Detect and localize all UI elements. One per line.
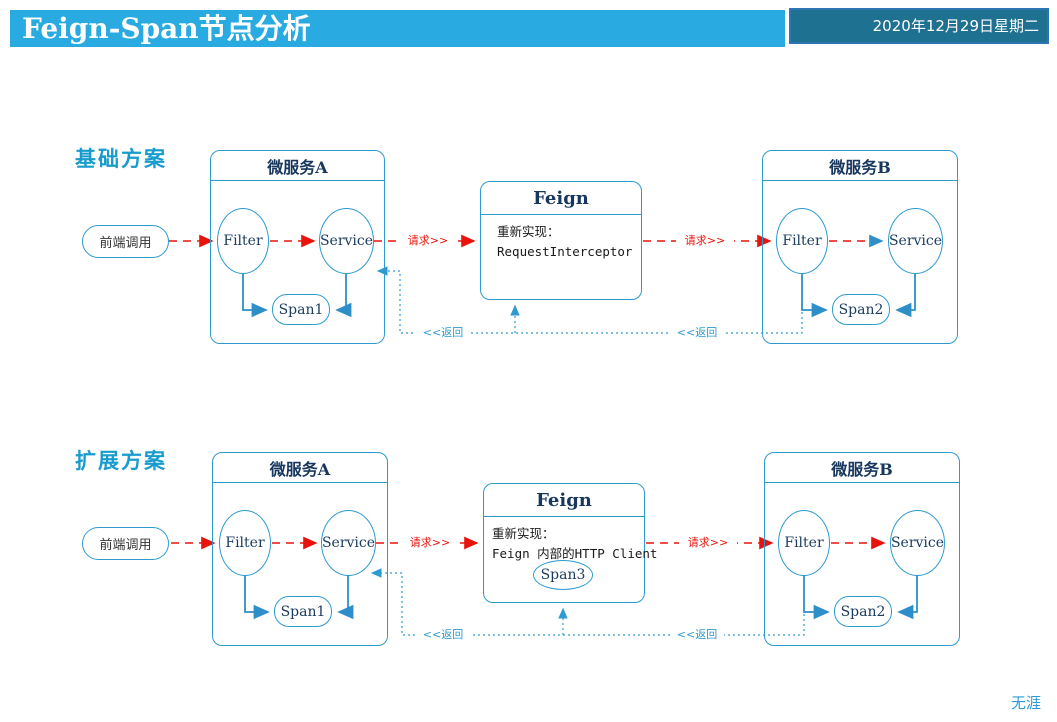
microservice-b-title: 微服务B <box>763 151 957 181</box>
feign-desc-line1: 重新实现： <box>492 526 555 541</box>
span1-node: Span1 <box>274 596 332 627</box>
service-node-a2: Service <box>321 510 376 576</box>
page-title: Feign-Span节点分析 <box>22 12 311 45</box>
microservice-b-box: 微服务B <box>762 150 958 344</box>
feign-description-1: 重新实现： RequestInterceptor <box>481 215 641 262</box>
section-label-basic: 基础方案 <box>75 147 167 171</box>
feign-box-1: Feign 重新实现： RequestInterceptor <box>480 181 642 300</box>
microservice-a-title: 微服务A <box>211 151 384 181</box>
microservice-b-title: 微服务B <box>765 453 959 483</box>
span1-node: Span1 <box>272 294 330 325</box>
service-node-b2: Service <box>890 510 945 576</box>
request-label: 请求>> <box>676 234 734 248</box>
span2-node: Span2 <box>834 596 892 627</box>
return-label: <<返回 <box>670 326 724 340</box>
microservice-a-box: 微服务A <box>212 452 388 646</box>
feign-box-2: Feign 重新实现： Feign 内部的HTTP Client <box>483 483 658 603</box>
feign-title-2: Feign <box>484 484 644 517</box>
filter-node-a1: Filter <box>217 208 269 274</box>
feign-title-1: Feign <box>481 182 641 215</box>
span3-node: Span3 <box>533 560 593 590</box>
filter-node-b1: Filter <box>776 208 828 274</box>
filter-node-b2: Filter <box>778 510 830 576</box>
watermark: 无涯 <box>1010 694 1041 712</box>
microservice-a-title: 微服务A <box>213 453 387 483</box>
section-label-extended: 扩展方案 <box>75 449 167 473</box>
request-label: 请求>> <box>679 536 737 550</box>
return-label: <<返回 <box>416 628 470 642</box>
microservice-b-box: 微服务B <box>764 452 960 646</box>
microservice-a-box: 微服务A <box>210 150 385 344</box>
feign-description-2: 重新实现： Feign 内部的HTTP Client <box>484 517 658 564</box>
frontend-call-node: 前端调用 <box>82 225 169 258</box>
span2-node: Span2 <box>832 294 890 325</box>
date-text: 2020年12月29日星期二 <box>872 17 1039 35</box>
return-label: <<返回 <box>416 326 470 340</box>
header-bar: Feign-Span节点分析 <box>10 10 785 47</box>
frontend-call-node: 前端调用 <box>82 527 169 560</box>
date-box: 2020年12月29日星期二 <box>789 8 1049 44</box>
feign-desc-line2: Feign 内部的HTTP Client <box>492 546 658 561</box>
filter-node-a2: Filter <box>219 510 271 576</box>
request-label: 请求>> <box>401 536 459 550</box>
service-node-a1: Service <box>319 208 374 274</box>
feign-desc-line2: RequestInterceptor <box>497 244 633 259</box>
service-node-b1: Service <box>888 208 943 274</box>
return-label: <<返回 <box>670 628 724 642</box>
request-label: 请求>> <box>399 234 457 248</box>
feign-desc-line1: 重新实现： <box>497 224 560 239</box>
